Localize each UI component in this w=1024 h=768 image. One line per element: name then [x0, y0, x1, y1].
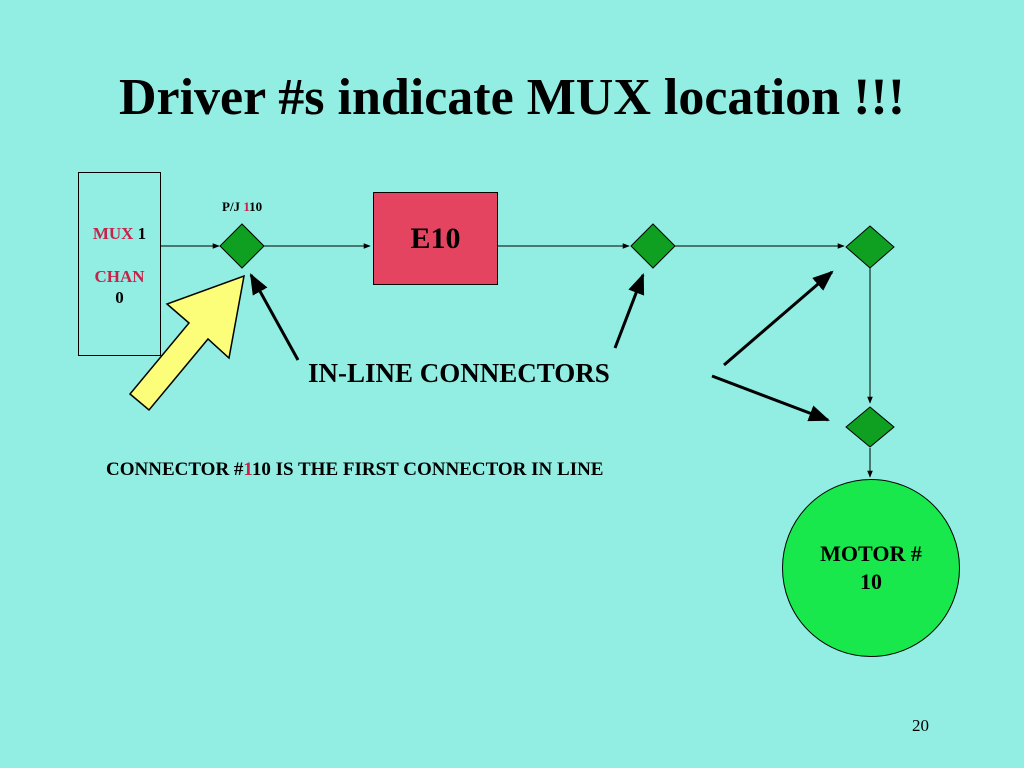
- mux-box: MUX 1 CHAN 0: [78, 172, 161, 356]
- first-note-suffix: 10 IS THE FIRST CONNECTOR IN LINE: [251, 459, 604, 480]
- driver-label: E10: [410, 221, 461, 255]
- yellow-pointer-arrow: [128, 274, 245, 412]
- mux-number: 1: [137, 224, 147, 243]
- connector-1-label: P/J 110: [222, 199, 262, 215]
- pointer-to-connector-1: [249, 273, 300, 361]
- first-connector-note: CONNECTOR #110 IS THE FIRST CONNECTOR IN…: [106, 459, 603, 481]
- pj-prefix: P/J: [222, 199, 241, 214]
- connector-1-diamond: [219, 223, 265, 269]
- pointer-to-connector-4: [711, 374, 830, 422]
- pj-highlight: 1: [243, 199, 250, 214]
- connector-3-diamond: [845, 225, 895, 269]
- mux-label: MUX: [92, 224, 134, 243]
- connector-2-diamond: [630, 223, 676, 269]
- slide-title: Driver #s indicate MUX location !!!: [118, 69, 906, 126]
- page-number: 20: [912, 716, 929, 735]
- connector-4-diamond: [845, 406, 895, 448]
- driver-box-e10: E10: [373, 192, 498, 285]
- motor-circle: MOTOR # 10: [782, 479, 960, 657]
- mux-line: MUX 1: [79, 223, 160, 244]
- pj-suffix: 10: [249, 199, 263, 214]
- motor-number: 10: [860, 569, 882, 594]
- chan-number: 0: [115, 288, 124, 307]
- first-note-prefix: CONNECTOR #: [106, 459, 244, 480]
- first-note-highlight: 1: [243, 459, 252, 480]
- pointer-to-connector-3: [723, 270, 834, 367]
- motor-label: MOTOR #: [820, 541, 922, 566]
- pointer-to-connector-2: [613, 273, 645, 349]
- chan-label: CHAN: [94, 267, 145, 286]
- inline-connectors-label: IN-LINE CONNECTORS: [308, 358, 610, 388]
